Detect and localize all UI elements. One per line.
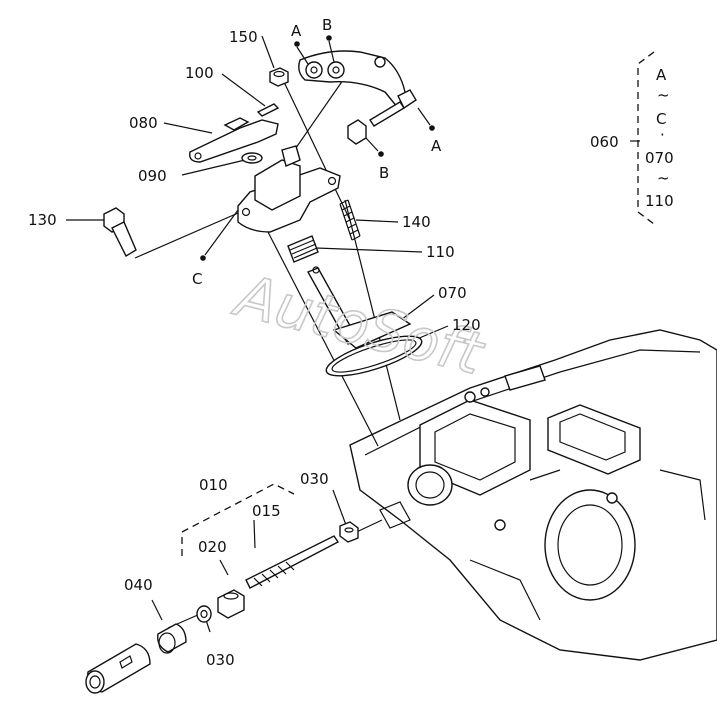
pin-100 <box>256 103 280 117</box>
label-100: 100 <box>185 64 214 82</box>
stud-015 <box>245 535 340 589</box>
oring-120 <box>325 335 423 377</box>
nut-020 <box>217 589 245 619</box>
shaft-070 <box>307 266 412 349</box>
range-dot: · <box>660 126 665 144</box>
label-110: 110 <box>426 243 455 261</box>
nut-030-upper <box>339 521 359 543</box>
label-120: 120 <box>452 316 481 334</box>
ref-b-top: B <box>322 16 332 34</box>
washer-030-lower <box>196 605 212 623</box>
range-line-110: 110 <box>645 192 674 210</box>
label-090: 090 <box>138 167 167 185</box>
ref-c-left: C <box>192 270 202 288</box>
ref-b-right: B <box>379 164 389 182</box>
label-150: 150 <box>229 28 258 46</box>
ref-a-right: A <box>431 137 442 155</box>
label-060: 060 <box>590 133 619 151</box>
label-130: 130 <box>28 211 57 229</box>
engine-block <box>349 329 717 661</box>
reference-letters: A B A B C <box>192 16 442 288</box>
sleeve-tube <box>85 643 151 694</box>
nut-150 <box>269 67 289 87</box>
bracket-010 <box>181 483 295 556</box>
range-line-070: 070 <box>645 149 674 167</box>
label-010: 010 <box>199 476 228 494</box>
label-080: 080 <box>129 114 158 132</box>
range-tilde-1: ~ <box>657 86 670 104</box>
range-060-list: A ~ C · 070 ~ 110 <box>645 66 674 210</box>
housing-060 <box>237 145 341 233</box>
label-070: 070 <box>438 284 467 302</box>
link-arm-ab <box>298 50 411 109</box>
label-020: 020 <box>198 538 227 556</box>
label-140: 140 <box>402 213 431 231</box>
label-015: 015 <box>252 502 281 520</box>
bolt-a <box>369 89 417 127</box>
label-040: 040 <box>124 576 153 594</box>
cap-040 <box>157 623 187 654</box>
part-labels: 150 100 080 090 130 140 110 070 120 010 … <box>28 28 619 669</box>
label-030-upper: 030 <box>300 470 329 488</box>
nut-b <box>347 119 367 145</box>
range-line-c: C <box>656 110 666 128</box>
range-line-a: A <box>656 66 667 84</box>
washer-090 <box>241 152 263 164</box>
range-tilde-2: ~ <box>657 169 670 187</box>
bolt-130 <box>103 207 137 257</box>
ref-a-top: A <box>291 22 302 40</box>
lever-080 <box>189 117 279 163</box>
reference-dots <box>200 35 435 261</box>
label-030-lower: 030 <box>206 651 235 669</box>
gear-110 <box>287 235 319 263</box>
spring-140 <box>339 199 361 241</box>
